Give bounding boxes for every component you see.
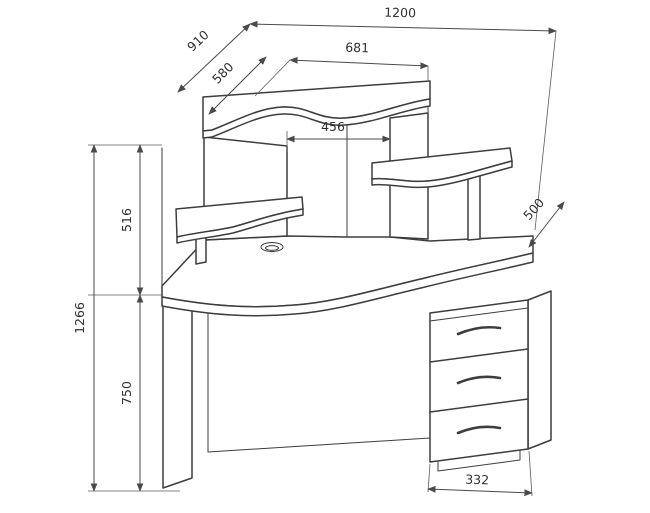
drawer-divider [429, 398, 529, 413]
dim-overall-width: 1200 [249, 5, 557, 231]
dim-niche-width: 456 [286, 119, 391, 152]
dim-hutch-height: 516 [119, 144, 144, 296]
dimension-label: 580 [209, 59, 237, 87]
drawer-handle [456, 325, 502, 336]
drawer-handle [456, 375, 502, 385]
dimension-label: 332 [465, 472, 489, 488]
drawer-handle [456, 425, 502, 435]
dim-overall-height: 1266 [72, 144, 98, 492]
dimension-line [427, 485, 533, 497]
dimension-label: 750 [119, 381, 134, 405]
dimension-line [528, 201, 565, 248]
underdesk-structure [162, 290, 431, 489]
monitor-shelf-edge [371, 160, 513, 189]
cable-grommet-inner [265, 245, 279, 251]
corner-shelf-edge [176, 208, 304, 244]
cable-grommet [260, 242, 284, 252]
pedestal-plinth [437, 450, 521, 472]
extension-line [427, 463, 431, 493]
dimension-line [249, 20, 557, 35]
drawer-divider [429, 348, 529, 363]
dim-top-shelf-width: 681 [254, 40, 429, 97]
desk-worktop [161, 235, 534, 317]
dimension-label: 910 [184, 27, 212, 54]
dimension-line [289, 56, 429, 70]
modesty-panel-bottom [207, 437, 431, 453]
dimension-label: 681 [345, 40, 369, 56]
monitor-shelf [371, 147, 513, 241]
worktop-front-edge [161, 252, 534, 317]
dimension-line [208, 56, 267, 115]
dim-worktop-height: 750 [119, 294, 144, 492]
extension-line [528, 450, 533, 497]
pedestal-front-face [429, 299, 529, 463]
dimension-label: 516 [119, 208, 134, 232]
dimension-label: 1266 [72, 302, 87, 334]
pedestal-side-face [527, 290, 552, 450]
pedestal-top-thickness [429, 307, 529, 322]
extension-line [254, 59, 291, 97]
dimension-label: 500 [520, 195, 547, 223]
dim-pedestal-width: 332 [427, 450, 533, 497]
dimension-label: 1200 [384, 5, 416, 21]
drawer-pedestal [429, 290, 552, 472]
corner-shelf [175, 196, 304, 265]
dimension-label: 456 [321, 119, 345, 134]
left-side-panel [162, 290, 193, 489]
top-shelf-edge [202, 98, 431, 139]
extension-line [534, 30, 557, 231]
